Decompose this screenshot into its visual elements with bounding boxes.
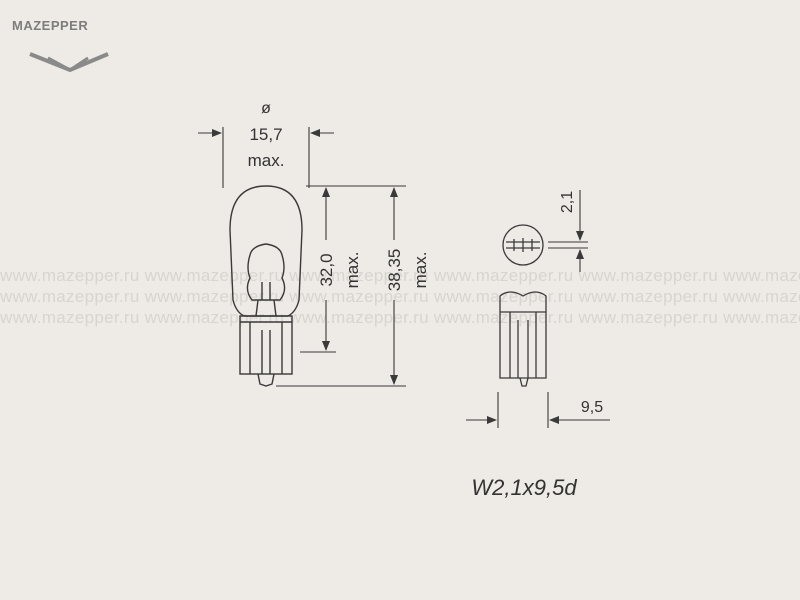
diameter-value: 15,7 xyxy=(249,125,282,144)
total-height-dimension xyxy=(276,185,406,387)
watermark-row: www.mazepper.ru www.mazepper.ru www.maze… xyxy=(0,308,800,327)
brand-logo: MAZEPPER xyxy=(8,16,118,76)
base-designation-label: W2,1x9,5d xyxy=(471,475,577,500)
base-front-view xyxy=(499,291,547,387)
total-height-value: 38,35 xyxy=(385,249,404,292)
base-width-dimension xyxy=(466,392,610,428)
watermark-row: www.mazepper.ru www.mazepper.ru www.maze… xyxy=(0,266,800,285)
contact-gap-value: 2,1 xyxy=(559,191,576,213)
total-height-qualifier: max. xyxy=(411,252,430,289)
base-width-value: 9,5 xyxy=(581,399,603,416)
diameter-symbol: ø xyxy=(261,100,271,117)
watermark-row: www.mazepper.ru www.mazepper.ru www.maze… xyxy=(0,287,800,306)
diameter-dimension xyxy=(198,127,334,188)
brand-name: MAZEPPER xyxy=(12,18,89,33)
glass-height-dimension xyxy=(300,185,336,353)
diameter-qualifier: max. xyxy=(248,151,285,170)
base-top-view xyxy=(502,224,544,266)
contact-gap-dimension xyxy=(548,190,588,272)
bulb-side-view xyxy=(229,185,303,387)
logo-chevron-icon xyxy=(29,52,109,73)
glass-height-value: 32,0 xyxy=(317,253,336,286)
glass-height-qualifier: max. xyxy=(343,252,362,289)
